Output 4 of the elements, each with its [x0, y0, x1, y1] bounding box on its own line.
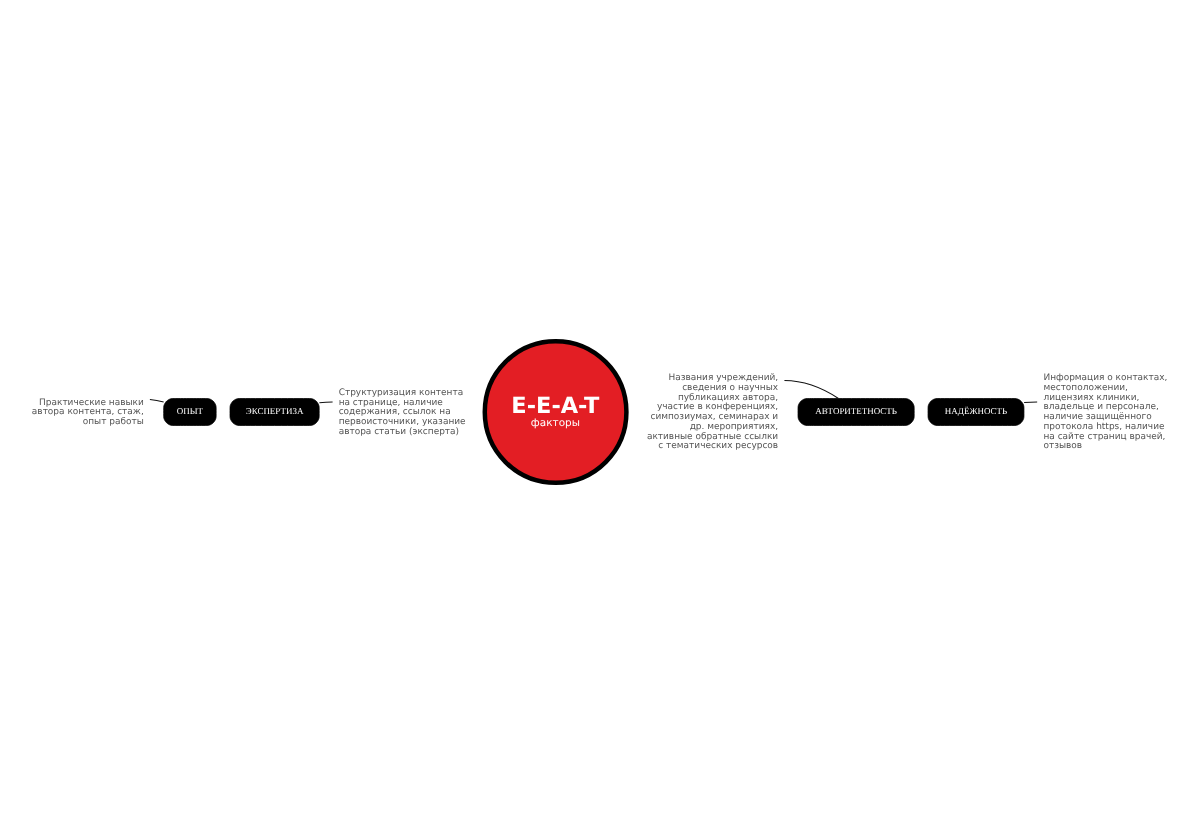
connector — [783, 380, 839, 399]
connector — [318, 401, 334, 404]
connector — [149, 398, 165, 403]
connector — [1023, 401, 1038, 404]
